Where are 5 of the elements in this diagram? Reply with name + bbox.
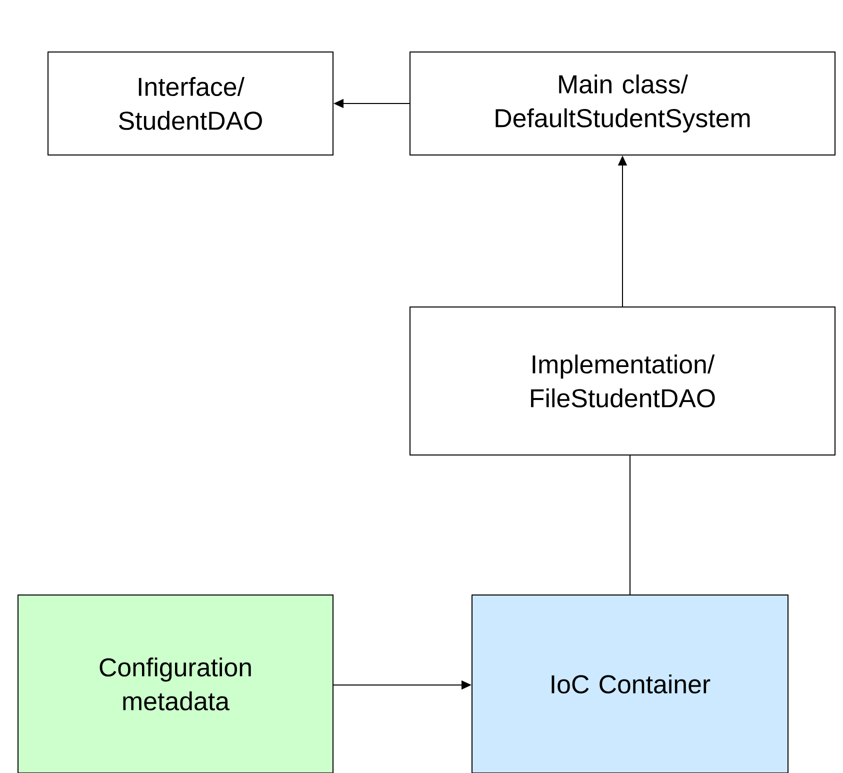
box: Interface/ StudentDAO — [48, 52, 334, 156]
box: Main class/ DefaultStudentSystem — [410, 52, 836, 156]
box: Configuration metadata — [18, 594, 334, 773]
box: IoC Container — [472, 594, 788, 773]
box: Implementation/ FileStudentDAO — [410, 306, 836, 456]
